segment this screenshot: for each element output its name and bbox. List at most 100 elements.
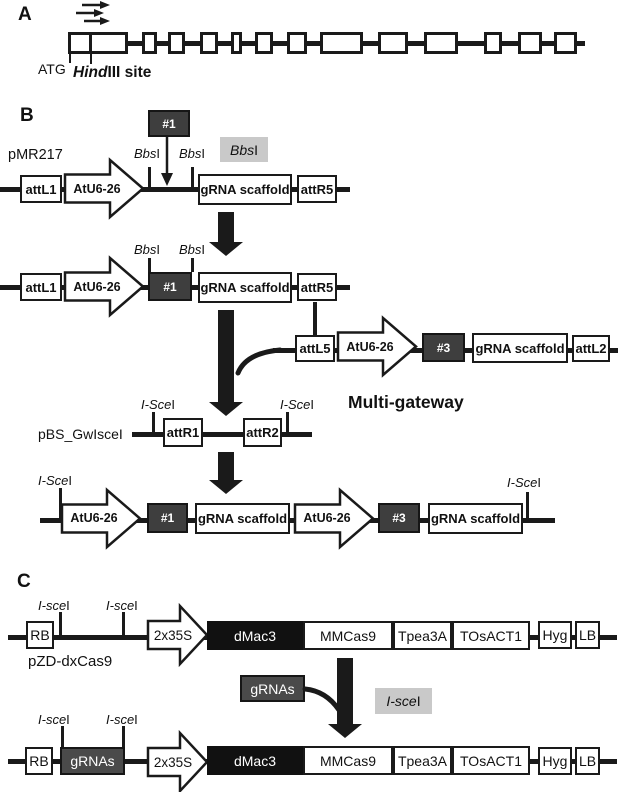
insert1-down-arrow-icon: [161, 137, 173, 186]
iscei-rest: I: [68, 473, 72, 488]
merge-curve-icon: [302, 686, 342, 713]
iscei-italic: I-Sce: [141, 397, 172, 412]
iscei-tick: [122, 726, 125, 747]
iscei-rest: I: [134, 598, 138, 613]
iscei-tick: [286, 412, 289, 432]
bbsi-tick: [148, 167, 151, 187]
attr5-box: attR5: [297, 175, 337, 203]
tosact1-box: TOsACT1: [452, 746, 530, 775]
attl1-box: attL1: [20, 175, 62, 203]
insert1-box: #1: [148, 272, 192, 301]
iscei-rest: I: [416, 693, 421, 709]
iscei-tick: [122, 612, 125, 635]
atu626-label: AtU6-26: [303, 511, 351, 525]
panel-b-label: B: [20, 105, 34, 126]
atu626-promoter-arrow: [293, 487, 375, 550]
exon-box: [200, 32, 218, 54]
atu626-label: AtU6-26: [73, 182, 121, 196]
exon-box: [378, 32, 408, 54]
bbsi-italic: Bbs: [179, 146, 202, 161]
iscei-site-label: I-sceI: [106, 712, 138, 727]
bbsi-rest: I: [201, 242, 206, 257]
pmr217-label: pMR217: [8, 147, 63, 163]
panel-c-label: C: [17, 571, 31, 592]
pzd-dxcas9-label: pZD-dxCas9: [28, 653, 113, 670]
iscei-rest: I: [537, 475, 541, 490]
iscei-rest: I: [171, 397, 175, 412]
attl2-box: attL2: [572, 335, 610, 362]
atg-tick: [69, 53, 71, 63]
hindiii-cut-line: [89, 33, 92, 53]
transcription-arrows-icon: [76, 1, 110, 25]
rb-box: RB: [26, 621, 54, 649]
bbsi-italic: Bbs: [134, 146, 157, 161]
p35s-promoter-arrow: [146, 602, 209, 668]
attr5-attl5-connector: [313, 302, 317, 335]
attl5-box: attL5: [295, 335, 335, 362]
dmac3-box: dMac3: [207, 746, 303, 775]
bbsi-site-label: BbsI: [134, 242, 160, 257]
exon-box: [255, 32, 273, 54]
mmcas9-box: MMCas9: [303, 621, 393, 650]
grna-scaffold-box: gRNA scaffold: [472, 333, 568, 363]
atu626-promoter-arrow: [60, 487, 142, 550]
atu626-label: AtU6-26: [70, 511, 118, 525]
bbsi-italic: Bbs: [229, 141, 255, 158]
atu626-promoter-arrow: [63, 157, 145, 220]
atu626-promoter-arrow: [63, 255, 145, 318]
hindiii-site-label: HindIII site: [73, 64, 151, 82]
down-arrow-icon: [209, 452, 243, 494]
iscei-site-label: I-SceI: [507, 475, 541, 490]
exon-box: [518, 32, 542, 54]
p35s-label: 2x35S: [153, 754, 193, 770]
exon-box: [168, 32, 185, 54]
iscei-tick: [59, 612, 62, 635]
iscei-italic: I-sce: [386, 693, 417, 709]
iscei-site-label: I-sceI: [38, 712, 70, 727]
bbsi-tick: [191, 167, 194, 187]
grna-scaffold-box: gRNA scaffold: [198, 174, 292, 205]
exon-box: [68, 32, 128, 54]
multi-gateway-label: Multi-gateway: [348, 392, 464, 412]
attr1-box: attR1: [163, 418, 203, 447]
bbsi-rest: I: [201, 146, 206, 161]
tpea3a-box: Tpea3A: [393, 621, 452, 650]
iscei-tick: [61, 726, 64, 747]
exon-box: [231, 32, 242, 54]
hindiii-site-label-rest: III site: [107, 64, 152, 81]
grnas-insert-box: gRNAs: [60, 747, 125, 775]
bbsi-site-label: BbsI: [179, 242, 205, 257]
rb-box: RB: [25, 747, 53, 775]
iscei-rest: I: [66, 712, 70, 727]
grna-scaffold-box: gRNA scaffold: [198, 272, 292, 303]
iscei-italic: I-Sce: [507, 475, 538, 490]
iscei-site-label: I-SceI: [38, 473, 72, 488]
bbsi-italic: Bbs: [179, 242, 202, 257]
iscei-italic: I-Sce: [280, 397, 311, 412]
dmac3-box: dMac3: [207, 621, 303, 650]
exon-box: [287, 32, 307, 54]
insert3-box: #3: [422, 333, 465, 362]
p35s-label: 2x35S: [153, 627, 193, 643]
grna-scaffold-box: gRNA scaffold: [428, 503, 523, 534]
grna-scaffold-box: gRNA scaffold: [195, 503, 290, 534]
bbsi-italic: Bbs: [134, 242, 157, 257]
hindiii-site-label-italic: Hind: [73, 64, 108, 81]
pbs-gwiscei-label: pBS_GwIsceI: [38, 426, 123, 442]
iscei-rest: I: [66, 598, 70, 613]
iscei-italic: I-Sce: [38, 473, 69, 488]
bbsi-rest: I: [254, 141, 258, 158]
iscei-site-label: I-sceI: [106, 598, 138, 613]
bbsi-rest: I: [156, 242, 161, 257]
insert1-box: #1: [148, 110, 190, 137]
iscei-site-label: I-SceI: [280, 397, 314, 412]
iscei-italic: I-sce: [106, 598, 135, 613]
exon-box: [484, 32, 502, 54]
down-arrow-icon: [209, 212, 243, 256]
atu626-label: AtU6-26: [346, 340, 394, 354]
tpea3a-box: Tpea3A: [393, 746, 452, 775]
atu626-label: AtU6-26: [73, 280, 121, 294]
down-arrow-icon: [209, 310, 243, 416]
